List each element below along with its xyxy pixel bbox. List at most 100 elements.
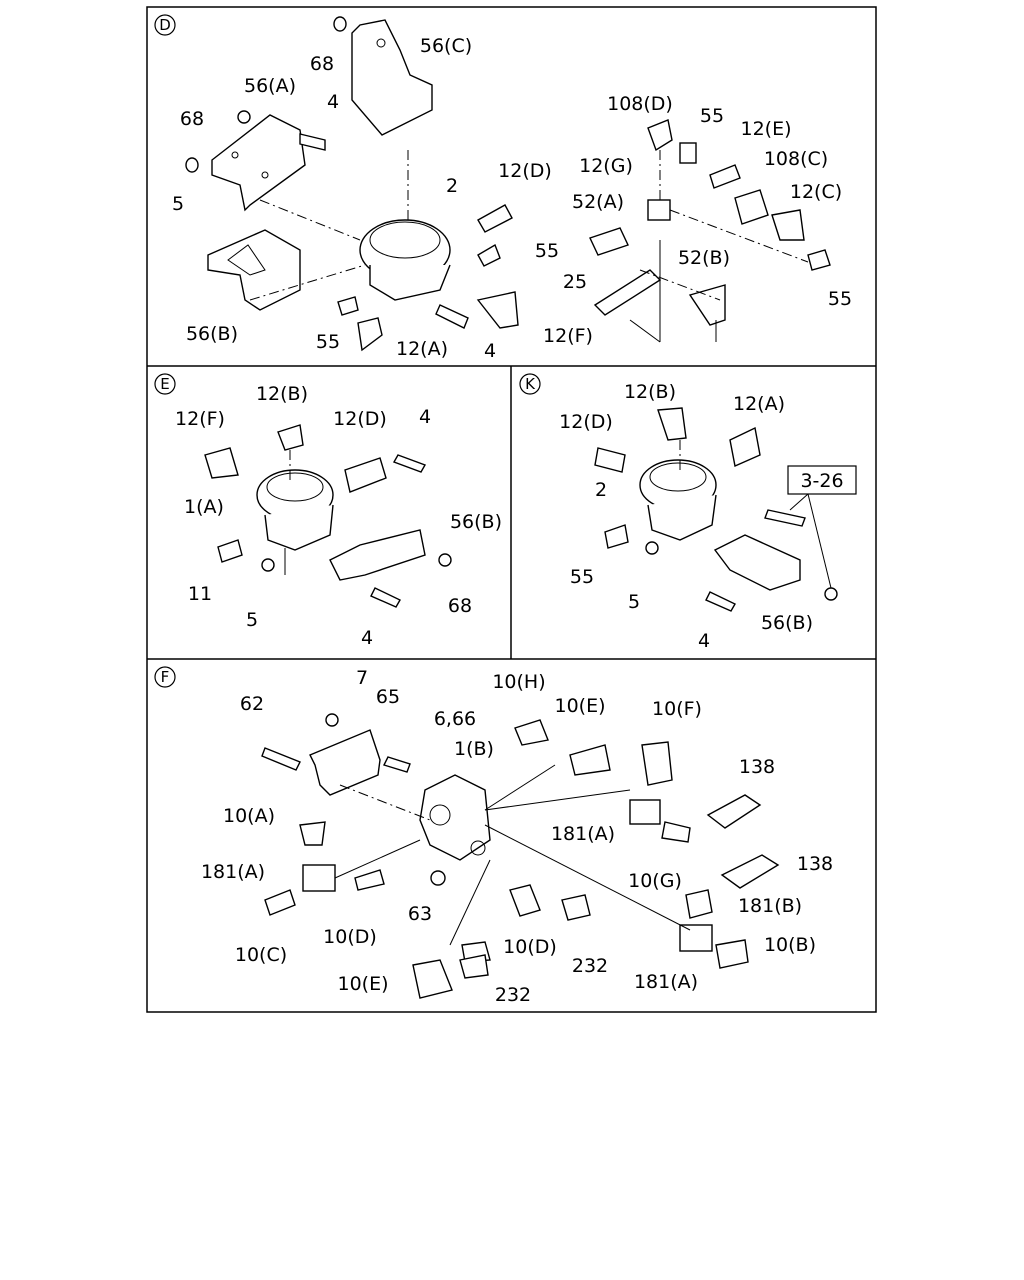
callout: 4 bbox=[361, 627, 373, 649]
hose-25 bbox=[593, 269, 662, 316]
bracket-65 bbox=[309, 729, 381, 796]
section-marker-circle bbox=[519, 373, 541, 395]
nut-68 bbox=[333, 16, 347, 32]
callout: 5 bbox=[246, 609, 258, 631]
valve-cap bbox=[266, 472, 324, 502]
callout: 181(A) bbox=[201, 861, 265, 883]
callout: 12(A) bbox=[733, 393, 785, 415]
callout: 232 bbox=[572, 955, 608, 977]
nut-5 bbox=[645, 541, 659, 555]
plug-55 bbox=[807, 249, 831, 271]
callout: 4 bbox=[327, 91, 339, 113]
plug-55 bbox=[477, 243, 501, 267]
section-marker-e: E bbox=[160, 375, 169, 393]
section-marker-k: K bbox=[525, 375, 536, 393]
callout: 12(D) bbox=[559, 411, 613, 433]
assembly-line bbox=[249, 264, 366, 301]
leader-line bbox=[334, 839, 421, 879]
valve-port bbox=[470, 840, 486, 856]
tee-181a bbox=[302, 864, 336, 892]
callout: 12(D) bbox=[498, 160, 552, 182]
callout: 12(F) bbox=[175, 408, 225, 430]
reference-box bbox=[787, 465, 857, 495]
panel-k: K 3-26 12(B) 12(A) 12(D) 2 55 5 56(B) 4 bbox=[519, 373, 857, 652]
callout: 12(A) bbox=[396, 338, 448, 360]
callout: 2 bbox=[446, 175, 458, 197]
callout: 56(A) bbox=[244, 75, 296, 97]
fitting-52b bbox=[688, 284, 726, 326]
fitting-12e bbox=[709, 164, 741, 189]
fitting-12f bbox=[204, 447, 239, 479]
callout: 55 bbox=[828, 288, 852, 310]
bracket-hole bbox=[231, 151, 239, 159]
tee-181a bbox=[629, 799, 661, 825]
bolt-4 bbox=[392, 454, 427, 473]
section-marker-circle bbox=[154, 373, 176, 395]
callout: 68 bbox=[180, 108, 204, 130]
nut-5 bbox=[185, 157, 199, 173]
bracket-hole bbox=[261, 171, 269, 179]
fitting-52a bbox=[589, 227, 629, 256]
leader-line bbox=[629, 319, 661, 343]
callout: 4 bbox=[698, 630, 710, 652]
callout: 181(A) bbox=[551, 823, 615, 845]
fitting-10f bbox=[641, 741, 673, 786]
callout: 52(A) bbox=[572, 191, 624, 213]
callout: 4 bbox=[419, 406, 431, 428]
callout: 108(D) bbox=[607, 93, 673, 115]
bracket-56b bbox=[207, 229, 301, 311]
fitting-108d bbox=[647, 119, 673, 152]
diagram-outer-frame bbox=[146, 6, 877, 1013]
bolt bbox=[764, 509, 806, 527]
callout: 1(B) bbox=[454, 738, 494, 760]
bracket-56a bbox=[211, 114, 306, 212]
fitting-12a bbox=[729, 426, 761, 467]
fitting-108c bbox=[734, 189, 769, 225]
bolt-4 bbox=[299, 133, 326, 151]
callout: 55 bbox=[700, 105, 724, 127]
callout: 56(B) bbox=[186, 323, 238, 345]
nut-63 bbox=[430, 870, 446, 886]
fitting-10a bbox=[299, 821, 326, 846]
valve-body-1b bbox=[419, 774, 491, 861]
assembly-line bbox=[339, 784, 431, 821]
leader-line bbox=[484, 824, 691, 931]
callout: 55 bbox=[316, 331, 340, 353]
leader-line bbox=[807, 493, 832, 589]
leader-line bbox=[484, 789, 631, 811]
callout: 62 bbox=[240, 693, 264, 715]
callout: 56(B) bbox=[450, 511, 502, 533]
panel-d: D bbox=[154, 14, 852, 362]
panel-e: E 12(B) 12(F) 12(D) 4 1(A) 56(B) 11 5 68… bbox=[154, 373, 502, 649]
section-marker-circle bbox=[154, 14, 176, 36]
callout: 12(D) bbox=[333, 408, 387, 430]
callout: 55 bbox=[570, 566, 594, 588]
callout: 10(A) bbox=[223, 805, 275, 827]
callout: 12(B) bbox=[256, 383, 308, 405]
fitting-10e bbox=[569, 744, 611, 776]
callout: 56(B) bbox=[761, 612, 813, 634]
assembly-line bbox=[259, 199, 361, 241]
callout: 7 bbox=[356, 667, 368, 689]
callout: 55 bbox=[535, 240, 559, 262]
assembly-line bbox=[669, 209, 809, 263]
callout: 56(C) bbox=[420, 35, 472, 57]
bolt-4 bbox=[705, 591, 736, 612]
plug-11 bbox=[217, 539, 243, 563]
callout: 2 bbox=[595, 479, 607, 501]
bracket-cutout bbox=[227, 244, 266, 276]
fitting-232 bbox=[561, 894, 591, 921]
fitting-12d bbox=[477, 204, 513, 233]
valve-cap bbox=[369, 221, 441, 259]
fitting-10b bbox=[715, 939, 749, 969]
fitting-10c bbox=[264, 889, 296, 916]
callout: 10(D) bbox=[323, 926, 377, 948]
section-marker-d: D bbox=[159, 16, 171, 34]
leader-line bbox=[789, 493, 809, 511]
nut-5 bbox=[261, 558, 275, 572]
nut-68 bbox=[237, 110, 251, 124]
callout: 138 bbox=[797, 853, 833, 875]
bolt-6-66 bbox=[383, 756, 411, 773]
tee-12g bbox=[647, 199, 671, 221]
